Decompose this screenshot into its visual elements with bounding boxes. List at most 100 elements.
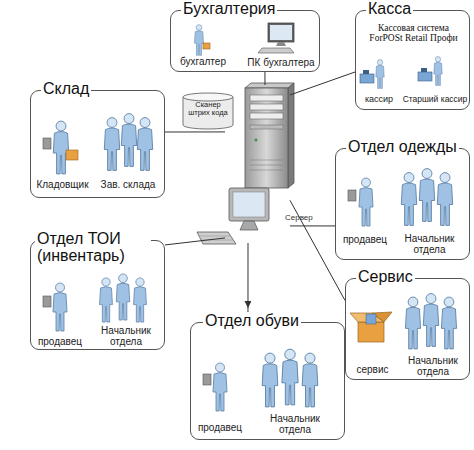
seller-icon (203, 363, 227, 411)
seller-icon (43, 283, 67, 331)
role-label: ПК бухгалтера (245, 57, 317, 68)
drive-bay (250, 95, 283, 101)
person-figure (53, 283, 67, 331)
department-head-icon (401, 169, 452, 226)
department-box: БухгалтериябухгалтерПК бухгалтера (170, 10, 320, 72)
handheld-terminal (43, 296, 51, 307)
keyboard-row (200, 236, 230, 237)
role-box: бухгалтер (178, 22, 228, 67)
pc-icon (258, 23, 294, 53)
person-figure (121, 114, 136, 167)
department-head-icon (262, 349, 318, 407)
cashier-icon (360, 60, 384, 89)
handheld-terminal (348, 190, 356, 201)
pc-screen (270, 25, 292, 40)
network-link (165, 131, 225, 132)
drive-bay (250, 113, 283, 119)
role-box: Начальник отдела (250, 345, 340, 435)
seller-icon (348, 178, 373, 226)
person-figure (423, 294, 438, 347)
role-label: продавец (340, 234, 390, 245)
box-front (358, 322, 384, 342)
senior-cashier-icon (418, 57, 442, 86)
department-title: Склад (41, 80, 91, 97)
role-box: продавец (195, 355, 245, 433)
role-label: продавец (195, 422, 245, 433)
role-box: продавец (340, 170, 390, 245)
network-link (247, 243, 248, 322)
vent-line (250, 165, 283, 166)
person-figure (419, 169, 434, 222)
person-figure (137, 118, 152, 171)
drive-bay (250, 125, 283, 129)
role-box: Начальник отдела (392, 165, 467, 255)
person-figure (116, 274, 129, 320)
scanner-label: Сканер штрих кода (183, 92, 233, 117)
person-figure (100, 278, 113, 322)
role-label: кассир (358, 94, 400, 105)
monitor-screen (233, 192, 265, 217)
barcode-scanner: Сканер штрих кода (183, 92, 233, 130)
role-box: Зав. склада (95, 105, 161, 190)
department-title: Касса (366, 0, 413, 17)
person-figure (376, 60, 384, 89)
department-head-icon (405, 294, 456, 349)
department-box: Отдел одеждыпродавецНачальник отдела (335, 148, 470, 260)
role-box: ПК бухгалтера (245, 20, 317, 68)
network-link (165, 238, 225, 245)
box-item (366, 314, 376, 324)
department-box: Отдел обувипродавецНачальник отдела (190, 322, 345, 440)
department-head-icon (100, 274, 147, 322)
vent-line (250, 170, 283, 171)
accountant-icon (195, 25, 210, 56)
system-name: Кассовая система ForPOSt Retail Профи (362, 23, 465, 43)
role-label: продавец (35, 336, 85, 347)
person-figure (437, 173, 452, 226)
role-label: Зав. склада (95, 179, 161, 190)
person-figure (405, 297, 420, 349)
pc-monitor (268, 23, 294, 42)
scanner-cylinder (183, 93, 233, 129)
role-box: сервис (350, 300, 395, 375)
role-label: Кладовщик (35, 179, 90, 190)
cash-register (418, 72, 432, 81)
person-figure (104, 118, 119, 171)
department-title: Отдел обуви (203, 312, 301, 329)
person-figure (401, 173, 416, 226)
pc-stand (276, 42, 286, 46)
role-label: Старший кассир (400, 94, 470, 105)
server-tower (245, 83, 294, 188)
role-box: Начальник отдела (90, 275, 162, 347)
department-title: Сервис (356, 268, 415, 285)
role-label: Начальник отдела (93, 325, 159, 347)
person-figure (434, 57, 442, 86)
tower-side (288, 83, 294, 188)
role-label: сервис (350, 364, 395, 375)
cylinder-top (183, 93, 233, 101)
network-link (290, 72, 355, 95)
server-workstation (197, 188, 269, 244)
handheld-terminal (203, 374, 211, 385)
department-box: СервиссервисНачальник отдела (345, 278, 470, 380)
person-figure (134, 278, 147, 322)
vent-line (250, 160, 283, 161)
briefcase (203, 43, 210, 49)
handheld-terminal (43, 138, 51, 149)
pc-keyboard (258, 48, 294, 53)
role-label: бухгалтер (178, 56, 228, 67)
tower-top (245, 83, 294, 88)
network-link (290, 225, 335, 226)
person-figure (195, 25, 204, 56)
server-box: Сервер (225, 85, 290, 243)
person-figure (282, 349, 298, 405)
role-box: Начальник отдела (398, 293, 468, 377)
role-box: кассир (358, 55, 400, 105)
role-label: Начальник отдела (262, 413, 328, 435)
person-figure (302, 353, 318, 407)
keyboard-row (201, 240, 233, 241)
department-title: Бухгалтерия (181, 0, 277, 17)
server-label: Сервер (285, 213, 313, 222)
